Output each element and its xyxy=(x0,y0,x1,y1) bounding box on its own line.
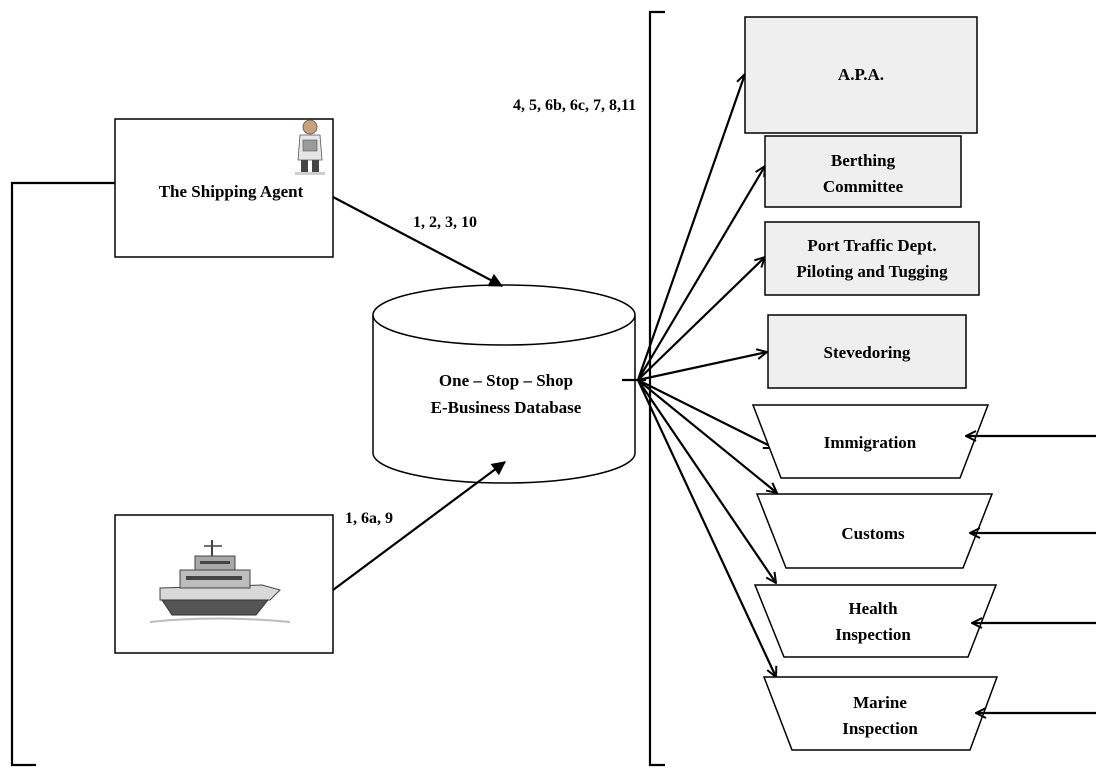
customs-label: Customs xyxy=(841,524,905,543)
arrow-ship-to-database xyxy=(332,461,506,591)
health-label-line1: Health xyxy=(848,599,898,618)
feedback-line xyxy=(10,181,115,767)
berthing-label-line1: Berthing xyxy=(831,151,896,170)
fan-out-arrows xyxy=(622,74,777,677)
arrow-to-customs xyxy=(637,379,777,493)
incoming-arrows xyxy=(966,436,1096,713)
arrow-to-apa xyxy=(636,74,745,381)
health-inspection-node: Health Inspection xyxy=(753,584,998,658)
arrow-to-stevedoring xyxy=(637,352,767,382)
arrow-to-berthing xyxy=(637,166,765,381)
port-traffic-label-line1: Port Traffic Dept. xyxy=(807,236,936,255)
port-traffic-node: Port Traffic Dept. Piloting and Tugging xyxy=(764,221,980,296)
edge-label-agent-to-database: 1, 2, 3, 10 xyxy=(413,214,477,231)
edge-label-database-to-authorities: 4, 5, 6b, 6c, 7, 8,11 xyxy=(513,97,636,114)
arrow-agent-to-database xyxy=(332,196,504,287)
immigration-label: Immigration xyxy=(824,433,917,452)
authorities-bracket xyxy=(648,10,665,767)
marine-label-line1: Marine xyxy=(853,693,907,712)
port-traffic-label-line2: Piloting and Tugging xyxy=(796,262,948,281)
ship-node xyxy=(114,514,334,654)
shipping-agent-node: The Shipping Agent xyxy=(114,118,334,258)
stevedoring-label: Stevedoring xyxy=(824,343,911,362)
marine-inspection-node: Marine Inspection xyxy=(762,676,999,751)
database-label-line2: E-Business Database xyxy=(431,398,582,417)
yacht-icon xyxy=(149,540,291,623)
shipping-agent-label: The Shipping Agent xyxy=(159,182,304,201)
marine-label-line2: Inspection xyxy=(842,719,918,738)
arrow-to-port-traffic xyxy=(637,257,765,381)
database-label-line1: One – Stop – Shop xyxy=(439,371,573,390)
arrow-to-marine xyxy=(637,379,776,677)
database-node: One – Stop – Shop E-Business Database xyxy=(372,284,636,484)
arrow-to-immigration xyxy=(637,379,774,448)
berthing-label-line2: Committee xyxy=(823,177,904,196)
edge-label-ship-to-database: 1, 6a, 9 xyxy=(345,510,393,527)
arrow-to-health xyxy=(637,379,776,583)
customs-node: Customs xyxy=(755,493,994,569)
berthing-committee-node: Berthing Committee xyxy=(764,135,962,208)
health-label-line2: Inspection xyxy=(835,625,911,644)
immigration-node: Immigration xyxy=(751,404,990,479)
stevedoring-node: Stevedoring xyxy=(767,314,967,389)
person-holding-document-icon xyxy=(295,119,325,175)
apa-label: A.P.A. xyxy=(838,65,884,84)
apa-node: A.P.A. xyxy=(744,16,978,134)
